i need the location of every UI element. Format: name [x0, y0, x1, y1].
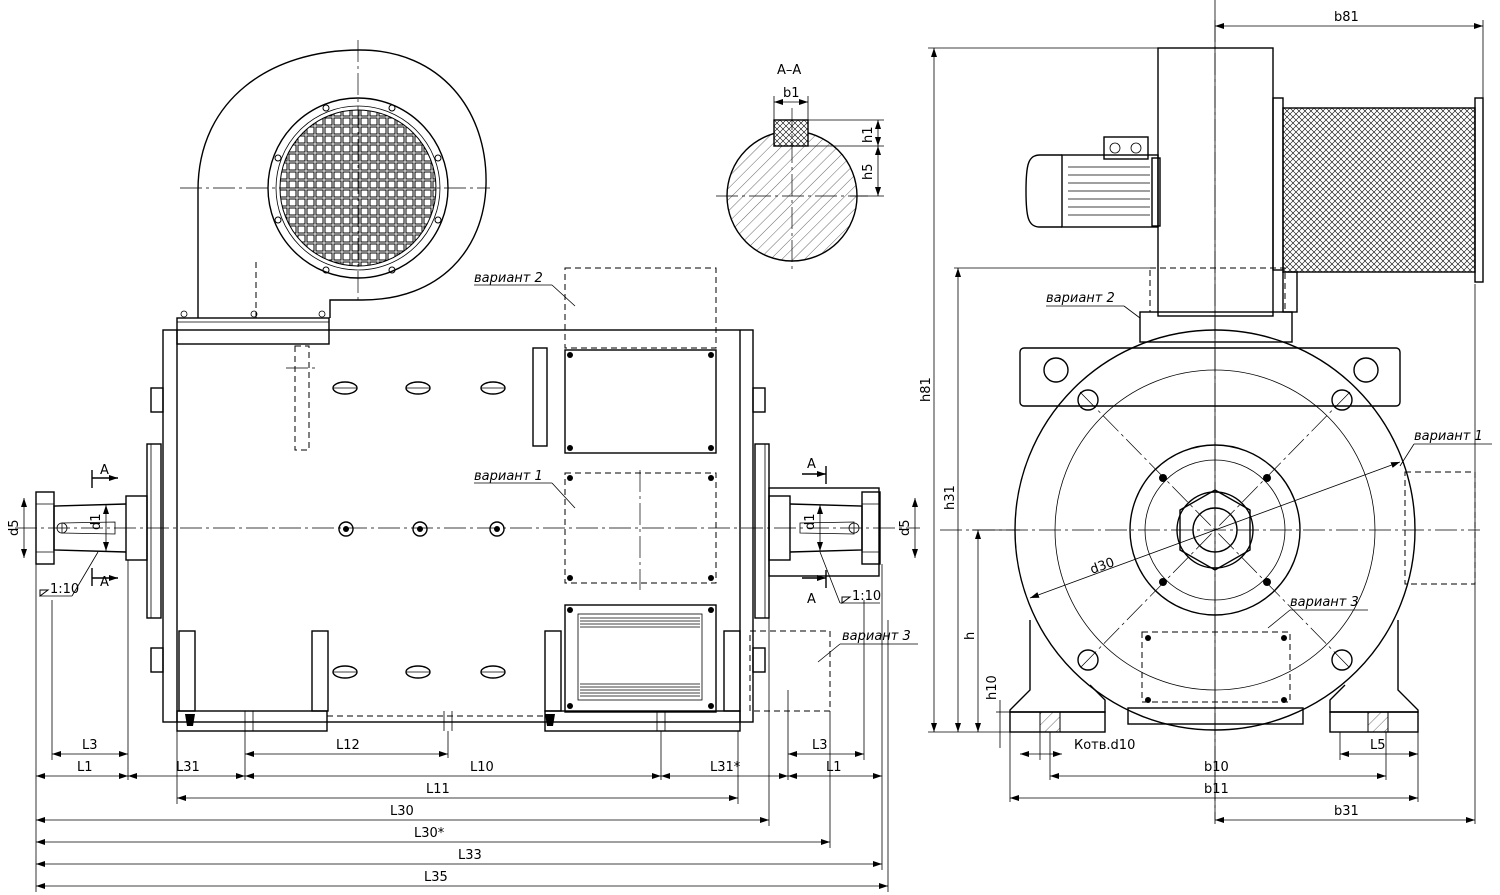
- dim-L31: L31: [176, 760, 200, 775]
- dim-L35: L35: [424, 870, 448, 885]
- dim-L3-left: L3: [82, 738, 98, 753]
- dim-b11: b11: [1204, 782, 1229, 797]
- front-view: d30 вариант 1 вариант 3 вариант 2: [919, 0, 1492, 824]
- dim-L30: L30: [390, 804, 414, 819]
- dim-L1-right: L1: [826, 760, 842, 775]
- dim-h: h: [963, 632, 978, 640]
- dim-b31: b31: [1334, 804, 1359, 819]
- variant-2-label-side: вариант 2: [474, 271, 543, 286]
- dim-d5-left: d5: [7, 519, 22, 536]
- variant-3-label-side: вариант 3: [842, 629, 911, 644]
- taper-left: 1:10: [50, 582, 79, 597]
- section-mark-a2: А: [100, 575, 109, 590]
- dim-d5-right: d5: [898, 519, 913, 536]
- dim-L11: L11: [426, 782, 450, 797]
- dim-h10: h10: [985, 675, 1000, 700]
- variant-3-label-front: вариант 3: [1290, 595, 1359, 610]
- taper-right: 1:10: [852, 589, 881, 604]
- section-mark-a3: А: [807, 457, 816, 472]
- variant-1-label-front: вариант 1: [1414, 429, 1483, 444]
- dim-b81: b81: [1334, 10, 1359, 25]
- section-title: А–А: [777, 63, 801, 78]
- side-view: А А А А 1:10 1:10 d5 d1 d5 d1 вариант 2 …: [7, 40, 920, 892]
- variant-2-label-front: вариант 2: [1046, 291, 1115, 306]
- dim-L12: L12: [336, 738, 360, 753]
- dim-h31: h31: [943, 485, 958, 510]
- dim-L31s: L31*: [710, 760, 741, 775]
- dim-b1: b1: [783, 86, 800, 101]
- dim-d1-right: d1: [803, 513, 818, 530]
- air-filter: [1282, 107, 1476, 273]
- terminal-box: [564, 349, 717, 454]
- section-a-a: А–А b1 h1 h5: [716, 63, 884, 270]
- dim-h81: h81: [919, 377, 934, 402]
- dim-L30s: L30*: [414, 826, 445, 841]
- dim-kotv: Котв.d10: [1074, 738, 1135, 753]
- variant-1-label-side: вариант 1: [474, 469, 543, 484]
- fan-scroll: [197, 49, 487, 318]
- dim-d1-left: d1: [89, 513, 104, 530]
- dim-L1-left: L1: [77, 760, 93, 775]
- dim-h1: h1: [861, 126, 876, 143]
- dim-L33: L33: [458, 848, 482, 863]
- motor-frame: [162, 329, 754, 723]
- fan-unit: [1157, 47, 1274, 317]
- dim-L3-right: L3: [812, 738, 828, 753]
- dim-L5: L5: [1370, 738, 1386, 753]
- dim-b10: b10: [1204, 760, 1229, 775]
- dim-d30: d30: [1088, 555, 1116, 578]
- section-mark-a1: А: [100, 463, 109, 478]
- dim-h5: h5: [861, 163, 876, 180]
- dim-L10: L10: [470, 760, 494, 775]
- section-mark-a4: А: [807, 592, 816, 607]
